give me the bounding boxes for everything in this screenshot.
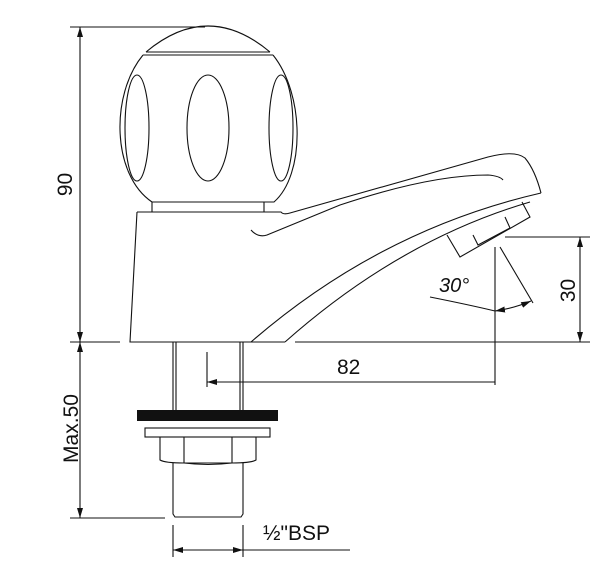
dimension-spout-height	[295, 236, 590, 343]
mounting-shank	[137, 342, 278, 518]
lock-nut	[159, 437, 257, 464]
dimension-reach	[206, 352, 495, 387]
flat-washer	[144, 427, 271, 438]
dimension-angle	[429, 246, 534, 385]
thread-type: "BSP	[280, 522, 330, 545]
spout-height-label: 30	[557, 278, 581, 303]
rubber-washer	[137, 410, 278, 421]
reach-label: 82	[337, 356, 361, 379]
tap-body	[129, 153, 542, 343]
height-label: 90	[54, 172, 78, 197]
handle-knob	[119, 25, 298, 212]
thread-label: ½"BSP	[263, 523, 330, 544]
aerator-insert	[472, 216, 511, 246]
max-length-label: Max.50	[59, 394, 83, 463]
dimension-max-length	[70, 342, 165, 519]
angle-label: 30°	[439, 275, 470, 297]
dimension-height	[70, 26, 205, 343]
aerator	[446, 201, 531, 258]
thread-fraction: ½	[263, 522, 281, 545]
threaded-shank	[172, 463, 244, 518]
dimension-thread	[172, 525, 350, 557]
